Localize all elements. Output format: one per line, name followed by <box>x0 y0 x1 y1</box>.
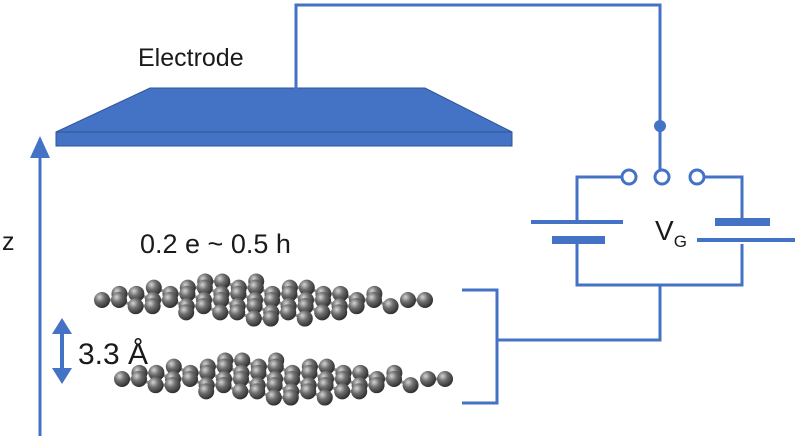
battery-left <box>531 177 742 285</box>
carbon-atom <box>229 304 245 320</box>
carbon-atom <box>314 304 330 320</box>
carbon-atom <box>331 304 347 320</box>
carbon-atom <box>131 371 147 387</box>
carbon-atom <box>266 390 282 406</box>
switch-terminals <box>622 170 704 184</box>
carbon-atom <box>148 377 164 393</box>
carbon-atom <box>165 377 181 393</box>
carbon-atom <box>114 371 130 387</box>
gate-voltage-label: VG <box>655 215 687 251</box>
carbon-atom <box>366 292 382 308</box>
carbon-atom <box>283 390 299 406</box>
carbon-atom <box>128 298 144 314</box>
carbon-atom <box>263 311 279 327</box>
carbon-atom <box>349 298 365 314</box>
carbon-atom <box>403 377 419 393</box>
electrode-label: Electrode <box>138 44 244 72</box>
electrode-plate <box>56 88 512 146</box>
carbon-atom <box>437 371 453 387</box>
carbon-atom <box>196 298 212 314</box>
carbon-atom <box>216 377 232 393</box>
carbon-atom <box>417 292 433 308</box>
carbon-atom <box>198 383 214 399</box>
switch-terminal-left <box>622 170 636 184</box>
switch-terminal-right <box>690 170 704 184</box>
interlayer-distance-arrow <box>52 318 72 384</box>
carbon-atom <box>162 292 178 308</box>
carbon-atom <box>246 311 262 327</box>
carbon-atom <box>94 292 110 308</box>
carbon-atom <box>249 383 265 399</box>
carbon-atom <box>280 304 296 320</box>
battery-right <box>697 177 795 240</box>
carbon-atom <box>317 390 333 406</box>
bilayer-contact-wire <box>462 285 660 403</box>
switch-terminal-middle <box>655 170 669 184</box>
z-axis-label: z <box>2 228 15 256</box>
carbon-atom <box>178 304 194 320</box>
carbon-atom <box>386 371 402 387</box>
graphene-layer-bottom <box>114 352 453 405</box>
carbon-atom <box>351 383 367 399</box>
carbon-atom <box>232 383 248 399</box>
z-axis-arrow <box>30 136 50 436</box>
carbon-atom <box>420 371 436 387</box>
carbon-atom <box>182 371 198 387</box>
graphene-layer-top <box>94 273 433 326</box>
carbon-atom <box>400 292 416 308</box>
carbon-atom <box>145 298 161 314</box>
carbon-atom <box>297 311 313 327</box>
carbon-atom <box>369 377 385 393</box>
carbon-atom <box>300 383 316 399</box>
carbon-atom <box>383 298 399 314</box>
charge-range-label: 0.2 e ~ 0.5 h <box>140 229 291 259</box>
carbon-atom <box>212 304 228 320</box>
carbon-atom <box>334 383 350 399</box>
carbon-atom <box>111 292 127 308</box>
